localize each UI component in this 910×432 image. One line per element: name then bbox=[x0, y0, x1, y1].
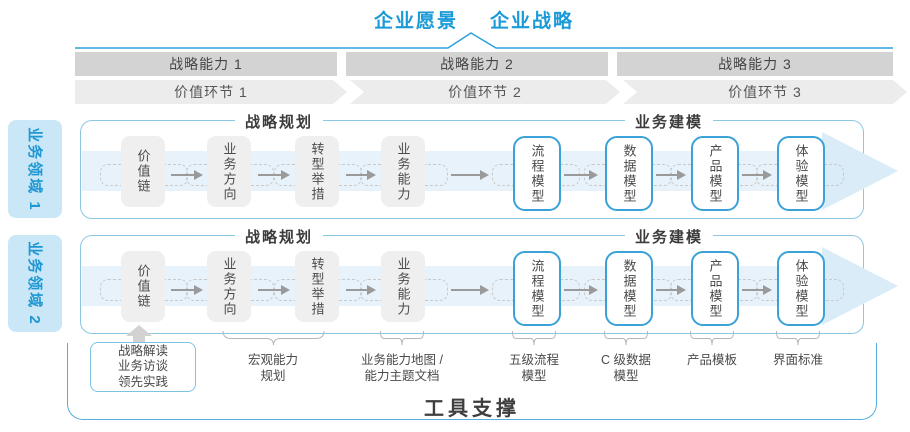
domain-label-1: 业务领域 1 bbox=[8, 120, 62, 218]
domain-row-2: 价值链 业务方向 转型举措 业务能力 流程模型 数据模型 产品模型 体验模型 战… bbox=[80, 226, 898, 334]
box-value-chain: 价值链 bbox=[121, 136, 165, 207]
value-link-band-1: 价值环节 1 bbox=[75, 80, 347, 104]
arrow-icon bbox=[346, 285, 376, 295]
arrow-icon bbox=[171, 285, 203, 295]
value-link-band-2: 价值环节 2 bbox=[350, 80, 620, 104]
section-title-business-modeling: 业务建模 bbox=[624, 111, 714, 132]
box-label: 体验模型 bbox=[793, 258, 809, 319]
box-label: 体验模型 bbox=[793, 143, 809, 204]
box-label: 数据模型 bbox=[621, 258, 637, 319]
flow-arrowhead-icon bbox=[822, 132, 898, 210]
box-data-model: 数据模型 bbox=[605, 136, 653, 211]
box-experience-model: 体验模型 bbox=[777, 251, 825, 326]
box-transformation-initiatives: 转型举措 bbox=[295, 251, 339, 322]
vision-connector-line bbox=[75, 32, 893, 49]
domain-row-1: 价值链 业务方向 转型举措 业务能力 流程模型 数据模型 产品模型 体验模型 战… bbox=[80, 111, 898, 219]
box-label: 数据模型 bbox=[621, 143, 637, 204]
box-label: 转型举措 bbox=[309, 256, 325, 317]
box-product-model: 产品模型 bbox=[691, 136, 739, 211]
arrow-icon bbox=[564, 170, 598, 180]
section-title-strategic-planning: 战略规划 bbox=[234, 111, 324, 132]
box-business-capability: 业务能力 bbox=[381, 251, 425, 322]
box-process-model: 流程模型 bbox=[513, 136, 561, 211]
capability-band-1: 战略能力 1 bbox=[75, 52, 337, 76]
box-value-chain: 价值链 bbox=[121, 251, 165, 322]
arrow-icon bbox=[451, 170, 489, 180]
box-business-direction: 业务方向 bbox=[207, 136, 251, 207]
arrow-icon bbox=[742, 285, 772, 295]
arrow-icon bbox=[564, 285, 598, 295]
brace-icon bbox=[380, 331, 424, 346]
flow-arrowhead-icon bbox=[822, 247, 898, 325]
domain-label-2-text: 业务领域 2 bbox=[25, 241, 43, 326]
box-business-direction: 业务方向 bbox=[207, 251, 251, 322]
box-label: 业务能力 bbox=[395, 256, 411, 317]
top-title-row: 企业愿景 企业战略 bbox=[0, 6, 910, 32]
up-arrow-icon bbox=[126, 325, 152, 343]
arrow-icon bbox=[656, 170, 686, 180]
section-title-business-modeling: 业务建模 bbox=[624, 226, 714, 247]
box-product-model: 产品模型 bbox=[691, 251, 739, 326]
brace-icon bbox=[604, 331, 648, 346]
box-transformation-initiatives: 转型举措 bbox=[295, 136, 339, 207]
arrow-icon bbox=[346, 170, 376, 180]
box-label: 流程模型 bbox=[529, 258, 545, 319]
arrow-icon bbox=[258, 285, 290, 295]
box-business-capability: 业务能力 bbox=[381, 136, 425, 207]
arrow-icon bbox=[258, 170, 290, 180]
value-link-band-3: 价值环节 3 bbox=[623, 80, 907, 104]
tool-support-container: 工具支撑 bbox=[67, 343, 877, 420]
section-title-strategic-planning: 战略规划 bbox=[234, 226, 324, 247]
capability-band-3: 战略能力 3 bbox=[617, 52, 893, 76]
capability-band-2: 战略能力 2 bbox=[346, 52, 608, 76]
box-label: 业务能力 bbox=[395, 141, 411, 202]
anno-label-ui-standard: 界面标准 bbox=[772, 353, 823, 367]
anno-label-c-level-data-model: C 级数据 模型 bbox=[600, 353, 651, 384]
box-label: 价值链 bbox=[135, 264, 151, 309]
arrow-icon bbox=[171, 170, 203, 180]
box-label: 转型举措 bbox=[309, 141, 325, 202]
box-label: 产品模型 bbox=[707, 258, 723, 319]
arrow-icon bbox=[656, 285, 686, 295]
brace-icon bbox=[222, 331, 325, 346]
box-label: 业务方向 bbox=[221, 256, 237, 317]
anno-label-l5-process-model: 五级流程 模型 bbox=[508, 353, 559, 384]
box-process-model: 流程模型 bbox=[513, 251, 561, 326]
callout-strategy-inputs: 战略解读 业务访谈 领先实践 bbox=[90, 342, 196, 392]
tool-support-title: 工具支撑 bbox=[424, 398, 520, 420]
brace-icon bbox=[690, 331, 734, 346]
box-label: 业务方向 bbox=[221, 141, 237, 202]
box-data-model: 数据模型 bbox=[605, 251, 653, 326]
anno-label-product-template: 产品模板 bbox=[686, 353, 737, 367]
domain-label-1-text: 业务领域 1 bbox=[25, 126, 43, 212]
domain-label-2: 业务领域 2 bbox=[8, 235, 62, 332]
arrow-icon bbox=[451, 285, 489, 295]
brace-icon bbox=[512, 331, 556, 346]
box-label: 流程模型 bbox=[529, 143, 545, 204]
box-experience-model: 体验模型 bbox=[777, 136, 825, 211]
box-label: 价值链 bbox=[135, 149, 151, 194]
box-label: 产品模型 bbox=[707, 143, 723, 204]
arrow-icon bbox=[742, 170, 772, 180]
anno-label-capability-map: 业务能力地图 / 能力主题文档 bbox=[361, 353, 443, 384]
brace-icon bbox=[776, 331, 820, 346]
anno-label-macro-capability-planning: 宏观能力 规划 bbox=[247, 353, 298, 384]
strategy-title: 企业战略 bbox=[490, 11, 575, 32]
vision-title: 企业愿景 bbox=[374, 11, 459, 32]
